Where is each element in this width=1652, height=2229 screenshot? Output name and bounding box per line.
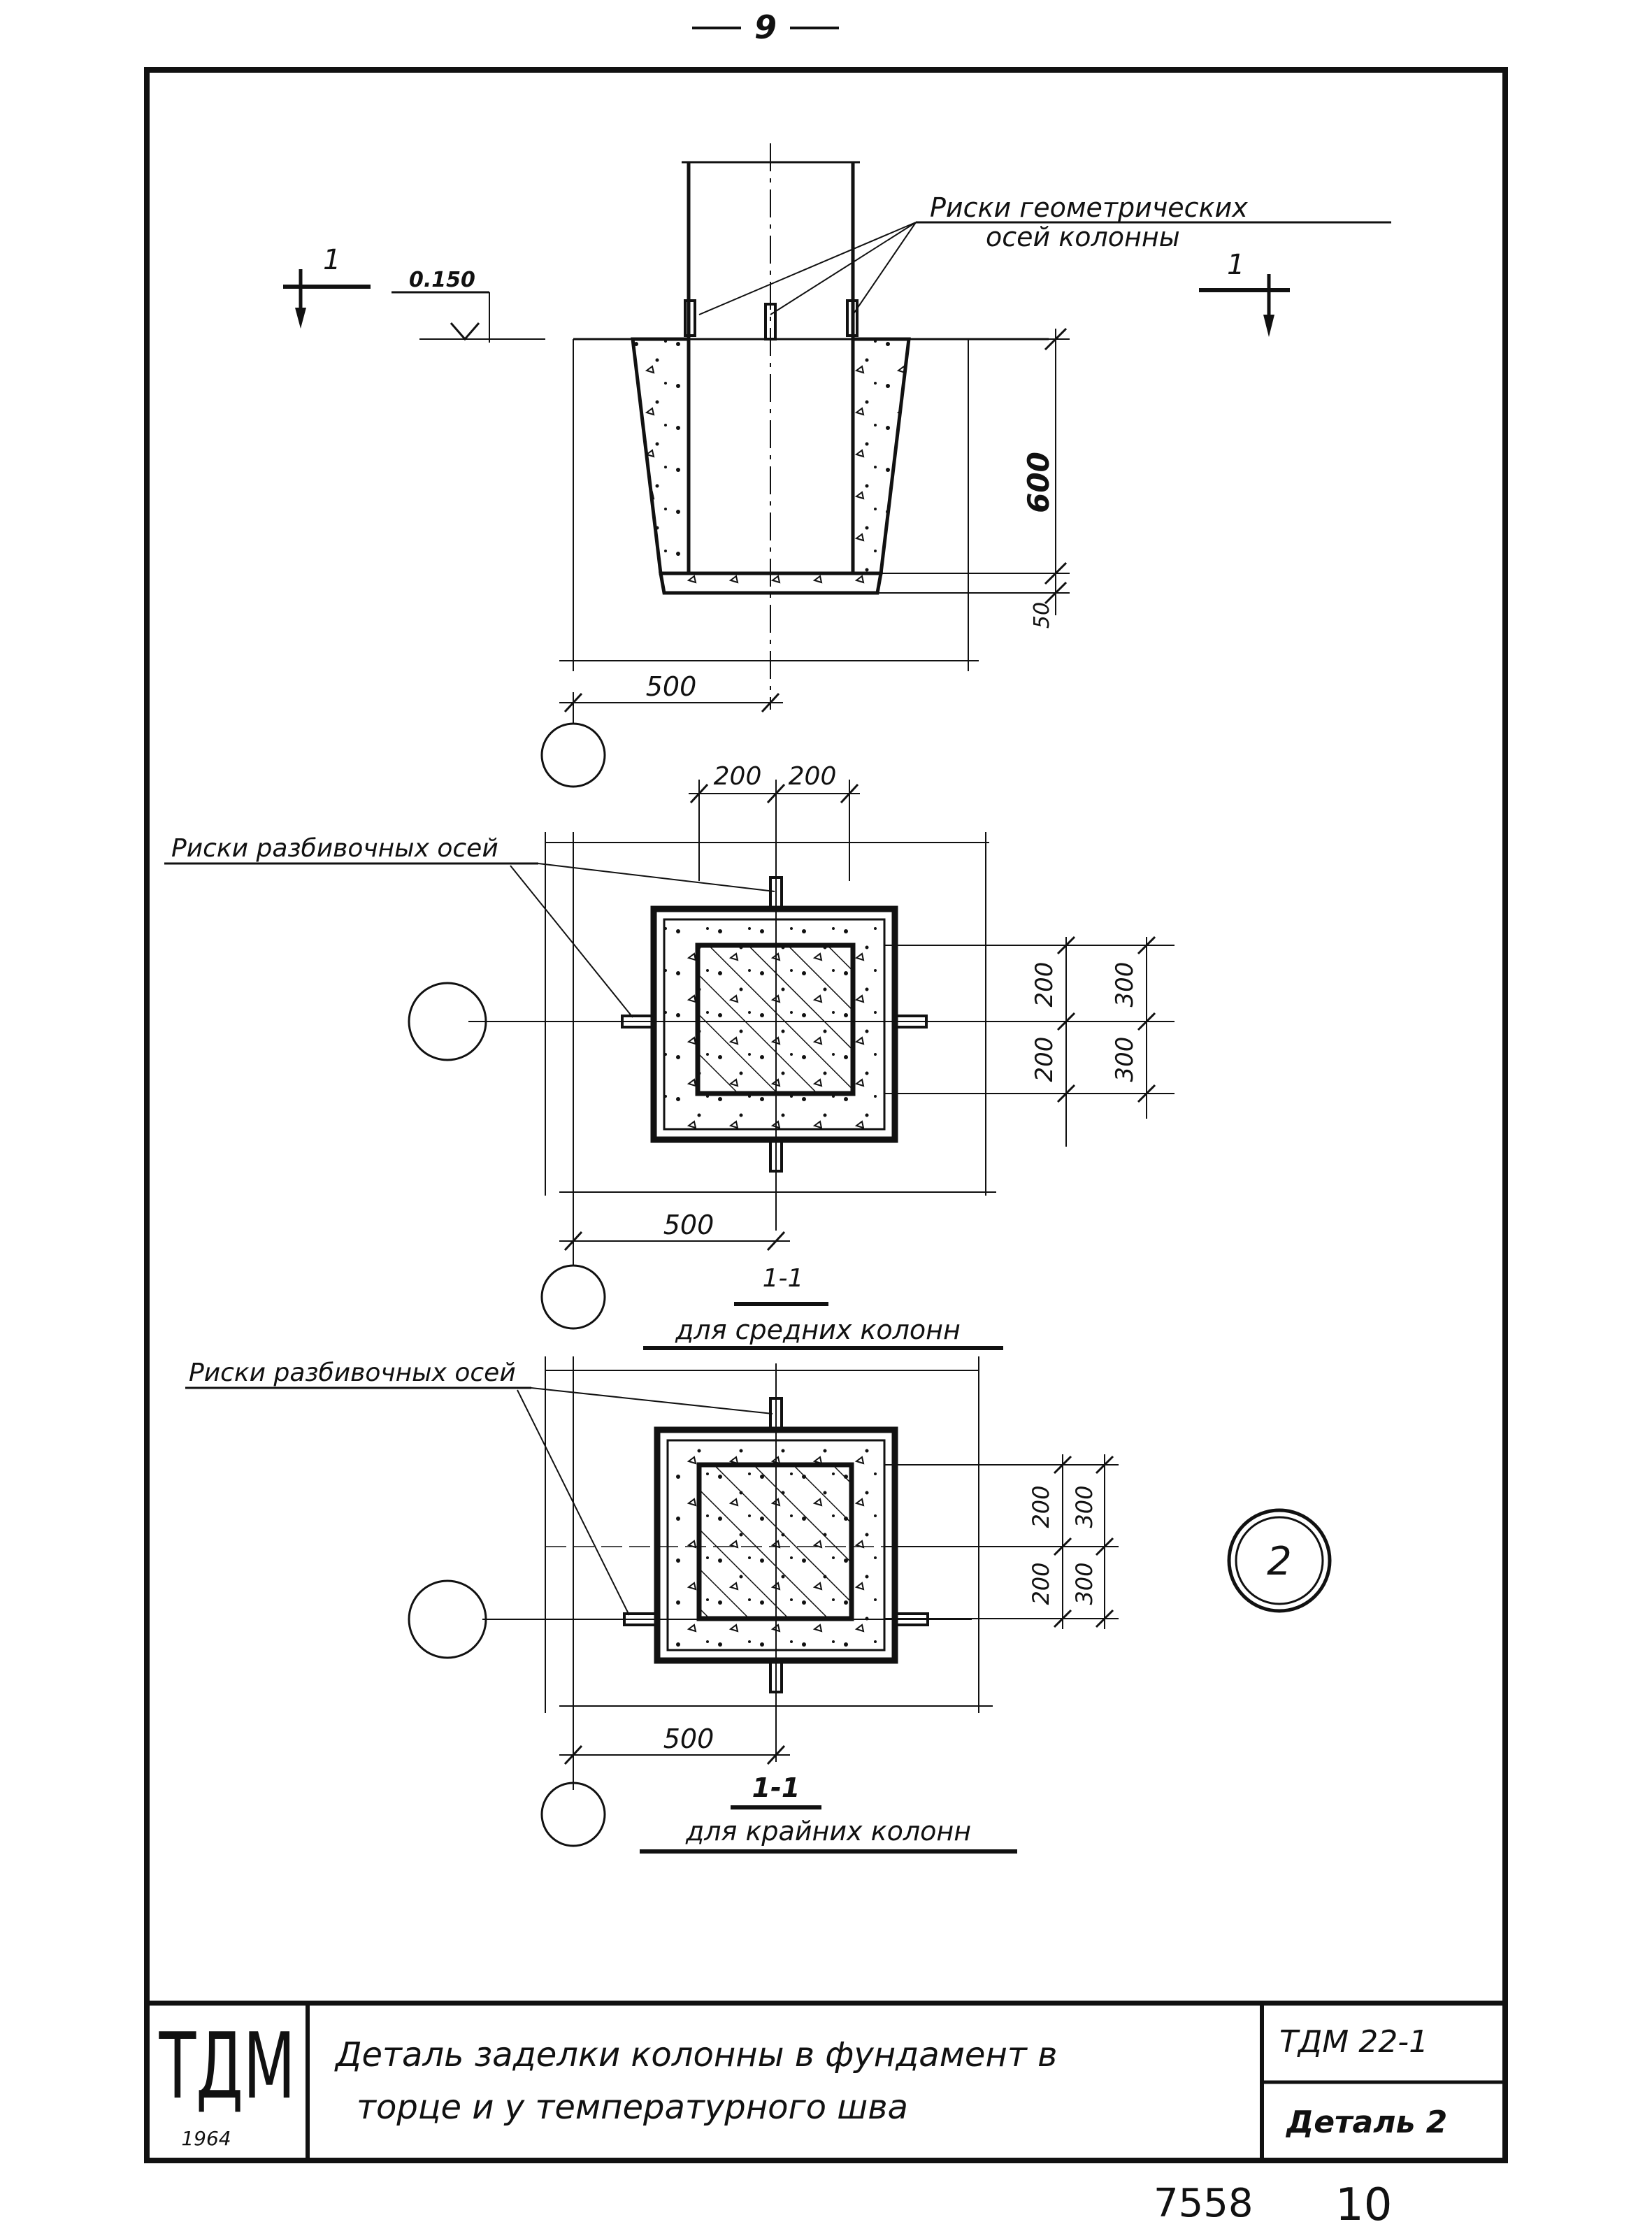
axis-bubble-elevation [540,722,606,788]
elevation-dim-offset: 500 [646,671,697,702]
plan-edge-layout-axes-label: Риски разбивочных осей [189,1359,516,1387]
sheet-index: 2 [1267,1539,1292,1584]
plan-edge-caption: для крайних колонн [685,1816,971,1847]
title-line2: торце и у температурного шва [357,2088,908,2127]
plan-middle-layout-axes-label: Риски разбивочных осей [171,834,498,863]
section-mark-left: 1 [323,244,340,276]
plan-middle-caption: для средних колонн [675,1314,961,1345]
sheet-frame [144,67,1508,2163]
plan-edge-dim-outer-2: 300 [1071,1562,1098,1605]
plan-middle-dim-top-right: 200 [789,762,837,791]
plan-middle-dim-top-left: 200 [714,762,762,791]
dim-bottom: 50 [1030,602,1054,629]
axis-bubble-middle-bottom [540,1264,606,1330]
plan-middle-section-number: 1-1 [763,1264,804,1293]
plan-middle-dim-outer-1: 300 [1111,962,1139,1008]
level-mark: 0.150 [409,268,475,292]
plan-middle-dim-offset: 500 [663,1210,714,1240]
plan-middle-columns: 200 200 200 200 300 300 [164,762,1175,1350]
plan-middle-dim-inner-2: 200 [1030,1037,1058,1082]
section-mark-right: 1 [1227,249,1244,281]
axis-bubble-edge-left [408,1579,487,1659]
plan-middle-dim-outer-2: 300 [1111,1037,1139,1082]
plan-edge-section-number: 1-1 [752,1772,800,1803]
plan-edge-dim-offset: 500 [663,1723,714,1754]
year: 1964 [181,2127,231,2150]
page-number-text: 9 [754,8,777,46]
geometric-axes-label-line1: Риски геометрических [930,192,1248,223]
document-code: ТДМ 22-1 [1279,2024,1428,2060]
plan-middle-dim-inner-1: 200 [1030,962,1058,1008]
plan-edge-dim-inner-2: 200 [1028,1562,1054,1605]
elevation-view: Риски геометрических осей колонны 1 1 0.… [283,143,1391,788]
detail-label: Деталь 2 [1285,2105,1447,2140]
page-number: 9 [692,8,839,46]
dim-depth: 600 [1021,452,1056,513]
archive-number: 7558 [1154,2181,1254,2226]
logo: ТДМ [159,2013,296,2119]
axis-bubble-middle-left [408,982,487,1061]
geometric-axes-label-line2: осей колонны [986,222,1180,252]
axis-bubble-edge-bottom [540,1782,606,1847]
plan-edge-dim-outer-1: 300 [1071,1485,1098,1528]
plan-edge-columns: 200 200 300 300 Риски разбивочных осей 2… [185,1356,1332,1854]
title-line1: Деталь заделки колонны в фундамент в [334,2035,1057,2074]
sheet-index-bubble [1227,1508,1332,1613]
archive-page: 10 [1335,2179,1392,2229]
plan-edge-dim-inner-1: 200 [1028,1485,1054,1528]
title-block: ТДМ 1964 Деталь заделки колонны в фундам… [147,2000,1505,2160]
